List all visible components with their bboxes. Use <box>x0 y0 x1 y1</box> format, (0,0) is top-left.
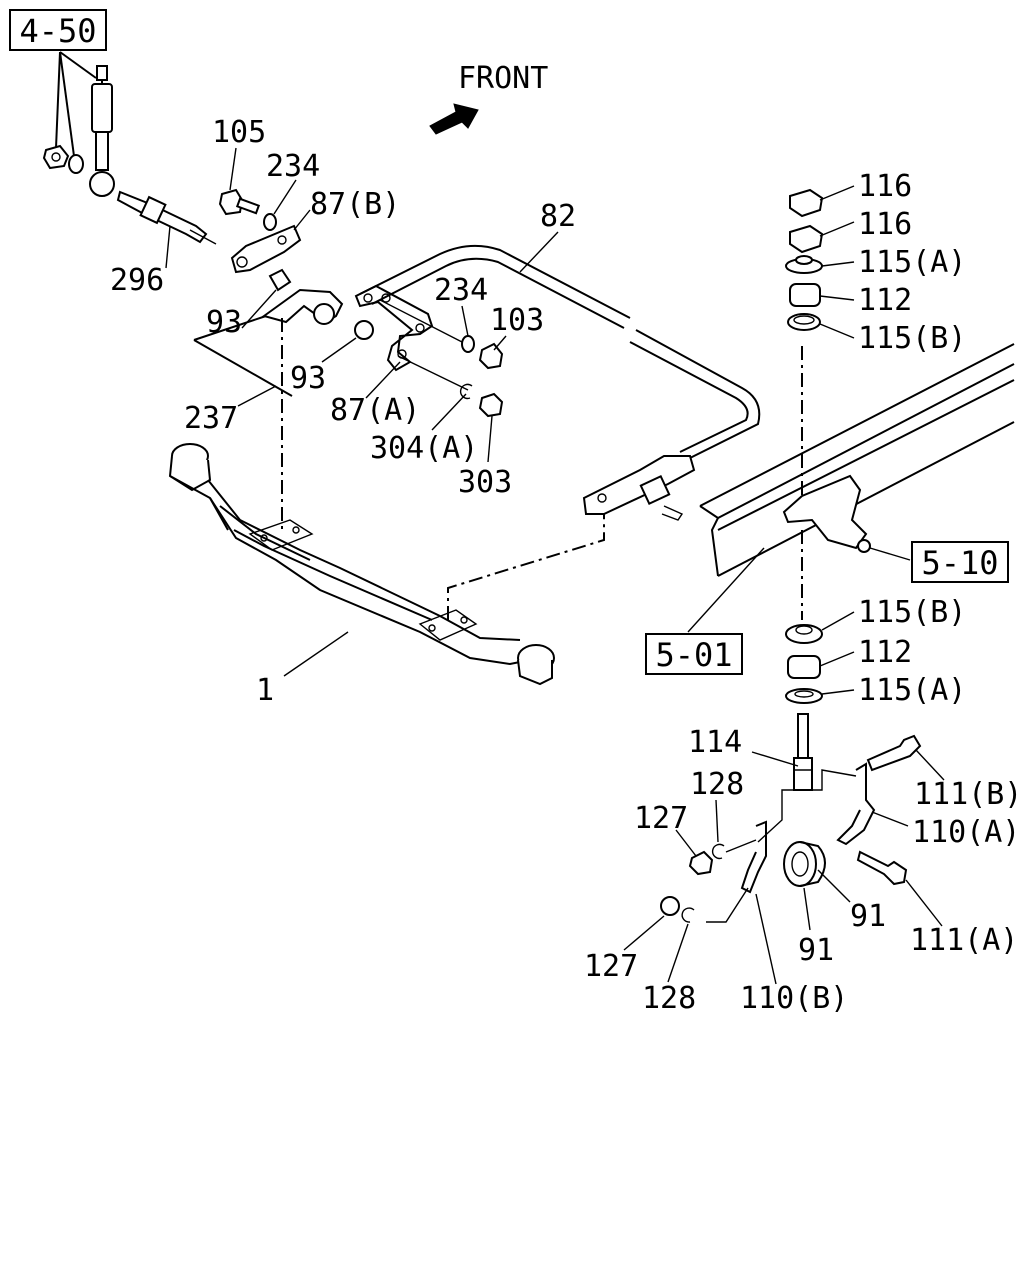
front-axle-beam <box>168 443 555 686</box>
svg-text:111(B): 111(B) <box>914 777 1022 812</box>
svg-text:1: 1 <box>256 673 274 708</box>
svg-text:93: 93 <box>290 361 326 396</box>
svg-text:115(B): 115(B) <box>858 595 966 630</box>
washer-234-top <box>263 213 277 231</box>
bushing-93 <box>261 268 374 340</box>
svg-text:128: 128 <box>690 767 744 802</box>
svg-text:110(A): 110(A) <box>912 815 1020 850</box>
svg-text:115(A): 115(A) <box>858 673 966 708</box>
leader-lines <box>165 147 945 985</box>
svg-text:127: 127 <box>634 801 688 836</box>
svg-text:304(A): 304(A) <box>370 431 478 466</box>
svg-text:110(B): 110(B) <box>740 981 848 1016</box>
svg-text:93: 93 <box>206 305 242 340</box>
link-114 <box>793 713 813 791</box>
svg-text:237: 237 <box>184 401 238 436</box>
ref-5-10[interactable]: 5-10 <box>911 541 1009 583</box>
ref-5-01[interactable]: 5-01 <box>645 633 743 675</box>
front-label: FRONT <box>458 61 548 96</box>
ref-4-50[interactable]: 4-50 <box>9 9 107 51</box>
shock-absorber <box>42 51 115 197</box>
lock-washer-304a <box>459 383 473 400</box>
svg-text:115(A): 115(A) <box>858 245 966 280</box>
svg-text:115(B): 115(B) <box>858 321 966 356</box>
svg-text:111(A): 111(A) <box>910 923 1018 958</box>
svg-text:112: 112 <box>858 635 912 670</box>
svg-text:114: 114 <box>688 725 742 760</box>
washer-128-upper <box>711 843 725 860</box>
svg-text:116: 116 <box>858 169 912 204</box>
svg-text:87(B): 87(B) <box>310 187 400 222</box>
front-arrow-icon <box>429 103 479 135</box>
bracket-110b <box>740 820 767 894</box>
link-stack-lower <box>785 624 823 704</box>
svg-text:127: 127 <box>584 949 638 984</box>
svg-text:116: 116 <box>858 207 912 242</box>
svg-text:234: 234 <box>266 149 320 184</box>
svg-text:234: 234 <box>434 273 488 308</box>
bracket-87b <box>230 224 302 274</box>
bolt-111a <box>856 850 908 886</box>
svg-text:5-10: 5-10 <box>921 544 998 582</box>
nut-303 <box>478 392 504 418</box>
washer-234-mid <box>461 335 475 353</box>
nut-127-upper <box>688 850 714 876</box>
svg-text:105: 105 <box>212 115 266 150</box>
svg-text:296: 296 <box>110 263 164 298</box>
svg-text:91: 91 <box>850 899 886 934</box>
frame-rail <box>699 343 1015 577</box>
bushing-91 <box>783 841 826 887</box>
svg-text:112: 112 <box>858 283 912 318</box>
pin-296 <box>116 190 217 245</box>
stabilizer-bar-82 <box>359 244 761 521</box>
svg-text:5-01: 5-01 <box>655 636 732 674</box>
svg-text:82: 82 <box>540 199 576 234</box>
bolt-105 <box>218 188 261 216</box>
link-stack-upper <box>785 188 824 331</box>
bolt-111b <box>866 734 922 772</box>
svg-text:87(A): 87(A) <box>330 393 420 428</box>
nut-127-lower <box>660 896 680 916</box>
svg-text:91: 91 <box>798 933 834 968</box>
bracket-110a <box>836 762 876 846</box>
nut-103 <box>478 342 504 370</box>
svg-text:103: 103 <box>490 303 544 338</box>
svg-text:128: 128 <box>642 981 696 1016</box>
svg-text:4-50: 4-50 <box>19 12 96 50</box>
washer-128-lower <box>681 907 695 923</box>
part-labels: 105 234 87(B) 296 82 93 234 103 93 87(A)… <box>110 115 1022 1016</box>
svg-text:303: 303 <box>458 465 512 500</box>
